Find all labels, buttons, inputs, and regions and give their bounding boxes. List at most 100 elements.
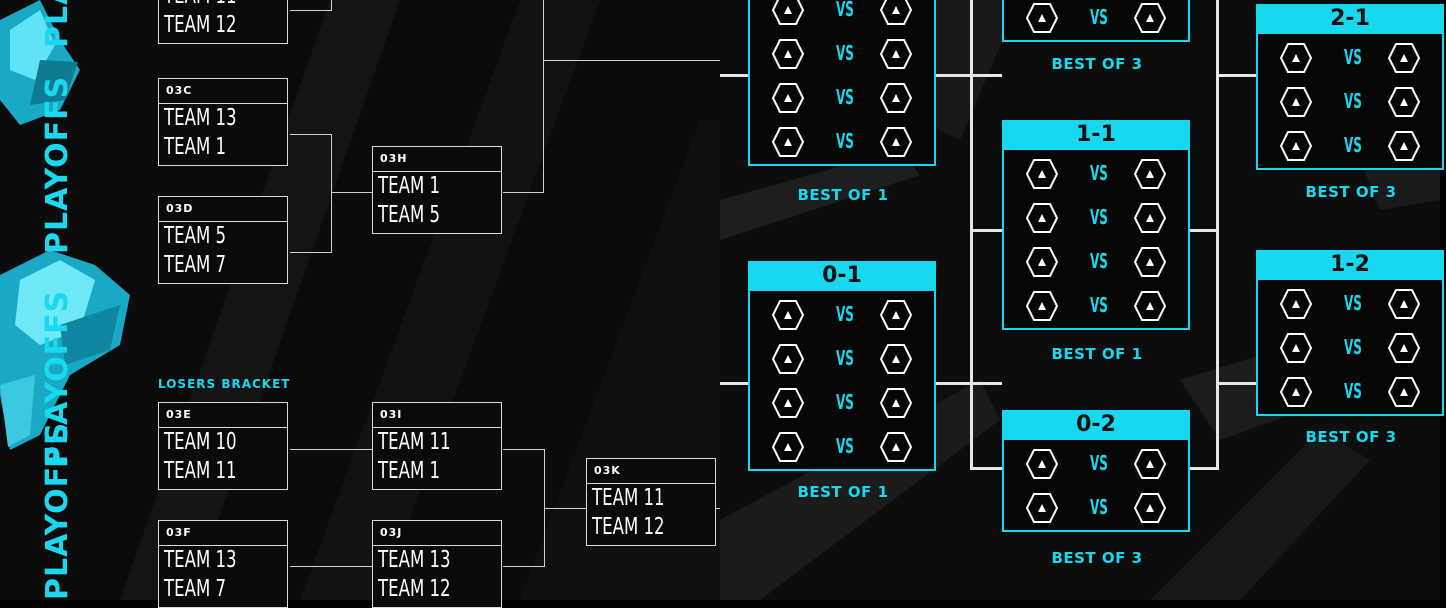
hexagon-triangle-icon [879,39,913,69]
bracket-connector [503,449,545,450]
team-name: TEAM 12 [378,576,451,602]
hexagon-triangle-icon [1387,333,1421,363]
bracket-connector [331,134,332,253]
match-card-03f[interactable]: 03F TEAM 13 TEAM 7 [158,520,288,608]
group-connector [1189,229,1217,232]
hexagon-triangle-icon [1279,289,1313,319]
hexagon-triangle-icon [771,0,805,25]
matchup-row[interactable]: VS [1004,240,1188,284]
vs-label: VS [1089,205,1108,229]
best-of-label: BEST OF 3 [1305,183,1397,201]
matchup-row[interactable]: VS [1258,80,1442,124]
group-connector [1216,74,1256,77]
matchup-row[interactable]: VS [1004,0,1188,40]
hexagon-triangle-icon [1133,291,1167,321]
hexagon-triangle-icon [1133,203,1167,233]
match-card-03j[interactable]: 03J TEAM 13 TEAM 12 [372,520,502,608]
hexagon-triangle-icon [879,344,913,374]
vs-label: VS [1089,5,1108,29]
playoffs-vertical-text: PLAYOFFS [40,421,75,600]
match-code: 03H [373,147,501,172]
hexagon-triangle-icon [879,127,913,157]
hexagon-triangle-icon [771,300,805,330]
hexagon-triangle-icon [1387,289,1421,319]
group-record-header: 0-2 [1002,410,1190,440]
crystal-icon [0,250,130,450]
match-card-03h[interactable]: 03H TEAM 1 TEAM 5 [372,146,502,234]
team-name: TEAM 7 [164,252,227,278]
matchup-row[interactable]: VS [1258,282,1442,326]
matchup-row[interactable]: VS [1258,36,1442,80]
team-name: TEAM 12 [592,514,665,540]
hexagon-triangle-icon [1025,493,1059,523]
matchup-row[interactable]: VS [1258,124,1442,168]
match-card-03c[interactable]: 03C TEAM 13 TEAM 1 [158,78,288,166]
vs-label: VS [1089,161,1108,185]
group-connector [970,467,1002,470]
best-of-label: BEST OF 3 [1305,428,1397,446]
hexagon-triangle-icon [1387,131,1421,161]
hexagon-triangle-icon [771,344,805,374]
match-card-03e[interactable]: 03E TEAM 10 TEAM 11 [158,402,288,490]
swiss-group[interactable]: VS [1002,0,1190,42]
match-code: 03E [159,403,287,428]
bracket-connector [331,192,373,193]
match-card-03d[interactable]: 03D TEAM 5 TEAM 7 [158,196,288,284]
matchup-row[interactable]: VS [1004,284,1188,328]
group-connector [1216,382,1256,385]
hexagon-triangle-icon [1133,159,1167,189]
matchup-row[interactable]: VS [1258,370,1442,414]
matchup-row[interactable]: VS [1004,152,1188,196]
matchup-row[interactable]: VS [750,120,934,164]
bracket-connector [503,192,543,193]
bracket-connector [290,449,372,450]
hexagon-triangle-icon [1387,377,1421,407]
matchup-row[interactable]: VS [1004,196,1188,240]
vs-label: VS [1089,495,1108,519]
team-name: TEAM 13 [164,547,237,573]
group-record-header: 1-1 [1002,120,1190,150]
bracket-connector [503,566,545,567]
vs-label: VS [835,346,854,370]
team-name: TEAM 5 [164,223,227,249]
matchup-row[interactable]: VS [750,293,934,337]
hexagon-triangle-icon [1387,87,1421,117]
match-code: 03F [159,521,287,546]
match-card-03k[interactable]: 03K TEAM 11 TEAM 12 [586,458,716,546]
match-code: 03J [373,521,501,546]
bracket-connector [543,60,720,61]
vs-label: VS [1343,133,1362,157]
matchup-row[interactable]: VS [750,425,934,469]
match-card-03i[interactable]: 03I TEAM 11 TEAM 1 [372,402,502,490]
team-name: TEAM 11 [592,485,665,511]
bracket-connector [716,508,720,509]
matchup-row[interactable]: VS [750,76,934,120]
hexagon-triangle-icon [1133,3,1167,33]
matchup-row[interactable]: VS [1004,442,1188,486]
best-of-label: BEST OF 1 [797,483,889,501]
team-name: TEAM 7 [164,576,227,602]
hexagon-triangle-icon [771,432,805,462]
matchup-row[interactable]: VS [750,337,934,381]
group-connector [1216,0,1219,470]
match-card[interactable]: TEAM 11 TEAM 12 [158,0,288,44]
hexagon-triangle-icon [1133,449,1167,479]
matchup-row[interactable]: VS [750,0,934,32]
hexagon-triangle-icon [1133,493,1167,523]
matchup-row[interactable]: VS [750,32,934,76]
matchup-row[interactable]: VS [1004,486,1188,530]
matchup-row[interactable]: VS [750,381,934,425]
match-code: 03I [373,403,501,428]
matchup-row[interactable]: VS [1258,326,1442,370]
vs-label: VS [835,434,854,458]
hexagon-triangle-icon [1133,247,1167,277]
group-connector [970,229,1002,232]
